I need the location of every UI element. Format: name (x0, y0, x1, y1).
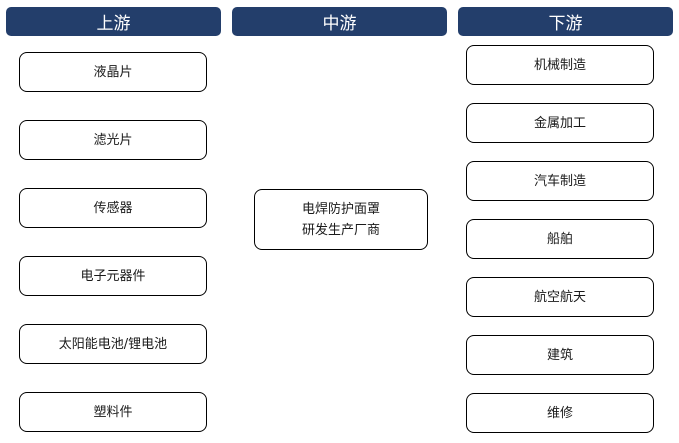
midstream-line-1: 电焊防护面罩 (301, 201, 380, 217)
downstream-item-aerospace: 航空航天 (466, 277, 654, 317)
downstream-item-metalworking: 金属加工 (466, 103, 654, 143)
midstream-item-manufacturers: 电焊防护面罩 研发生产厂商 (254, 189, 428, 250)
downstream-item-repair: 维修 (466, 393, 654, 433)
upstream-item-batteries: 太阳能电池/锂电池 (19, 324, 207, 364)
downstream-item-machinery: 机械制造 (466, 45, 654, 85)
downstream-item-construction: 建筑 (466, 335, 654, 375)
upstream-item-plastic-parts: 塑料件 (19, 392, 207, 432)
upstream-item-lcd-panel: 液晶片 (19, 52, 207, 92)
upstream-item-electronic-components: 电子元器件 (19, 256, 207, 296)
upstream-item-sensor: 传感器 (19, 188, 207, 228)
header-midstream: 中游 (232, 7, 447, 36)
midstream-line-2: 研发生产厂商 (301, 222, 380, 238)
header-downstream: 下游 (458, 7, 673, 36)
upstream-item-filter: 滤光片 (19, 120, 207, 160)
downstream-item-automotive: 汽车制造 (466, 161, 654, 201)
downstream-item-shipbuilding: 船舶 (466, 219, 654, 259)
header-upstream: 上游 (6, 7, 221, 36)
